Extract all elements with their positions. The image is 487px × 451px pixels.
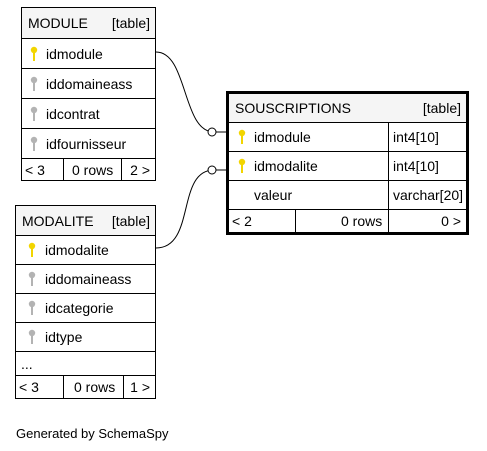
column-row[interactable]: idcategorie [16,293,155,322]
column-row[interactable]: iddomaineass [16,264,155,293]
edge-modalite-souscriptions [155,169,226,249]
table-souscriptions[interactable]: SOUSCRIPTIONS [table] idmodule int4[10] … [226,91,469,235]
table-module[interactable]: MODULE [table] idmodule iddomaineass idc… [21,7,156,181]
primary-key-icon [28,242,36,257]
foreign-key-icon [30,76,38,91]
column-name: iddomaineass [45,271,132,287]
column-type: int4[10] [393,129,439,145]
table-kind: [table] [111,15,150,31]
more-columns-row: ... [16,351,155,375]
edge-modalite-crowfoot [207,165,217,175]
primary-key-icon [238,129,246,144]
children-link[interactable]: 0 > [441,213,461,229]
column-name: idmodule [46,45,103,62]
column-name: idfournisseur [46,135,127,152]
column-name: idcategorie [45,300,114,316]
parents-link[interactable]: < 3 [25,161,45,178]
table-footer: < 2 0 rows 0 > [229,209,466,232]
table-footer: < 3 0 rows 1 > [16,375,155,398]
column-row[interactable]: idtype [16,322,155,351]
table-footer: < 3 0 rows 2 > [22,158,155,180]
children-link[interactable]: 1 > [130,379,150,395]
table-modalite[interactable]: MODALITE [table] idmodalite iddomaineass… [15,205,156,399]
column-name: idmodule [254,129,311,145]
table-header: SOUSCRIPTIONS [table] [229,94,466,122]
column-row[interactable]: idcontrat [22,98,155,128]
primary-key-icon [238,158,246,173]
generator-credit: Generated by SchemaSpy [16,426,169,441]
primary-key-icon [30,46,38,61]
column-row[interactable]: idmodalite int4[10] [229,151,466,180]
column-name: iddomaineass [46,75,133,92]
column-row[interactable]: idmodalite [16,235,155,264]
table-kind: [table] [111,212,150,229]
column-row[interactable]: idmodule [22,38,155,68]
row-count: 0 rows [72,161,114,178]
table-header: MODULE [table] [22,8,155,38]
children-link[interactable]: 2 > [130,161,150,178]
row-count: 0 rows [341,213,383,229]
table-kind: [table] [422,100,461,116]
table-name: SOUSCRIPTIONS [235,100,351,116]
parents-link[interactable]: < 2 [232,213,252,229]
column-name: idtype [45,329,83,345]
parents-link[interactable]: < 3 [19,379,39,395]
foreign-key-icon [28,271,36,286]
column-row[interactable]: idmodule int4[10] [229,122,466,151]
column-name: idmodalite [254,158,318,174]
table-header: MODALITE [table] [16,206,155,235]
more-columns: ... [21,355,33,372]
foreign-key-icon [30,136,38,151]
foreign-key-icon [30,106,38,121]
column-name: idmodalite [45,242,109,258]
column-row[interactable]: idfournisseur [22,128,155,158]
column-row[interactable]: iddomaineass [22,68,155,98]
table-name: MODULE [28,15,88,31]
edge-module-crowfoot [207,127,217,137]
row-count: 0 rows [74,379,116,395]
foreign-key-icon [28,329,36,344]
column-type: int4[10] [393,158,439,174]
table-name: MODALITE [22,212,94,229]
column-name: valeur [254,187,293,203]
foreign-key-icon [28,300,36,315]
column-row[interactable]: valeur varchar[20] [229,180,466,209]
column-type: varchar[20] [393,187,464,203]
edge-module-souscriptions [155,51,226,133]
column-name: idcontrat [46,105,100,122]
